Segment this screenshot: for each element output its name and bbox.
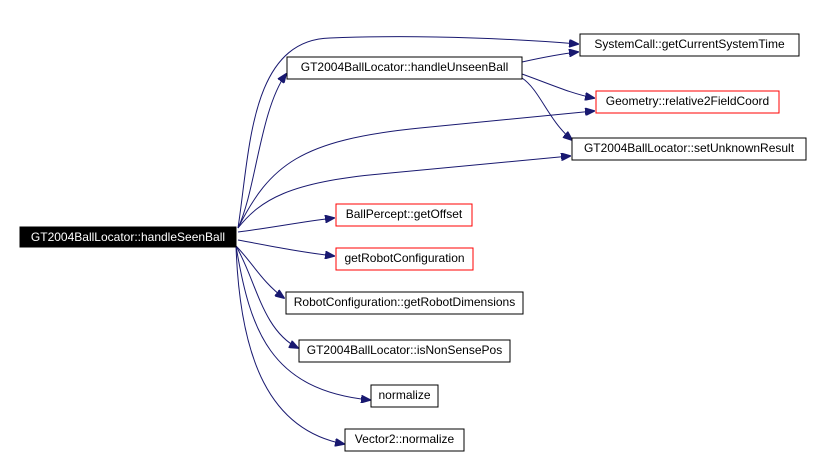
node-normalize[interactable]: normalize <box>370 384 439 408</box>
node-relative2-field-coord[interactable]: Geometry::relative2FieldCoord <box>595 90 780 114</box>
edge-root-to-unknown <box>237 156 570 229</box>
edge-root-to-normalize <box>235 245 370 400</box>
edge-root-to-unseen <box>237 74 286 229</box>
node-handle-unseen-ball-label: GT2004BallLocator::handleUnseenBall <box>301 60 508 74</box>
node-handle-unseen-ball[interactable]: GT2004BallLocator::handleUnseenBall <box>286 56 523 80</box>
node-normalize-label: normalize <box>378 388 430 402</box>
edge-root-to-v2norm <box>235 245 344 444</box>
node-get-current-system-time-label: SystemCall::getCurrentSystemTime <box>594 37 785 51</box>
nodes: GT2004BallLocator::handleSeenBall GT2004… <box>19 33 807 452</box>
node-is-non-sense-pos[interactable]: GT2004BallLocator::isNonSensePos <box>298 339 511 363</box>
node-get-robot-configuration[interactable]: getRobotConfiguration <box>335 247 474 271</box>
node-set-unknown-result[interactable]: GT2004BallLocator::setUnknownResult <box>571 137 807 161</box>
node-ball-percept-get-offset[interactable]: BallPercept::getOffset <box>335 203 473 227</box>
edge-root-to-offset <box>237 218 334 233</box>
node-ball-percept-get-offset-label: BallPercept::getOffset <box>346 207 463 221</box>
node-get-robot-dimensions[interactable]: RobotConfiguration::getRobotDimensions <box>285 291 524 315</box>
edge-root-to-robotcfg <box>237 239 334 256</box>
edge-root-to-rel2field <box>237 111 594 229</box>
node-vector2-normalize-label: Vector2::normalize <box>355 432 455 446</box>
node-get-current-system-time[interactable]: SystemCall::getCurrentSystemTime <box>579 33 800 57</box>
node-handle-seen-ball-label: GT2004BallLocator::handleSeenBall <box>31 230 225 244</box>
edge-root-to-dims <box>235 245 284 298</box>
edge-unseen-to-unknown <box>521 77 572 140</box>
node-handle-seen-ball[interactable]: GT2004BallLocator::handleSeenBall <box>19 226 237 248</box>
node-get-robot-dimensions-label: RobotConfiguration::getRobotDimensions <box>294 295 515 309</box>
edge-root-to-nonsense <box>235 245 298 348</box>
edges <box>235 36 594 444</box>
edge-unseen-to-systime <box>521 52 578 63</box>
node-get-robot-configuration-label: getRobotConfiguration <box>344 251 464 265</box>
node-is-non-sense-pos-label: GT2004BallLocator::isNonSensePos <box>307 343 502 357</box>
node-set-unknown-result-label: GT2004BallLocator::setUnknownResult <box>584 141 795 155</box>
node-vector2-normalize[interactable]: Vector2::normalize <box>344 428 465 452</box>
node-relative2-field-coord-label: Geometry::relative2FieldCoord <box>606 94 769 108</box>
edge-unseen-to-rel2field <box>521 73 594 98</box>
edge-root-to-systime <box>237 36 578 229</box>
